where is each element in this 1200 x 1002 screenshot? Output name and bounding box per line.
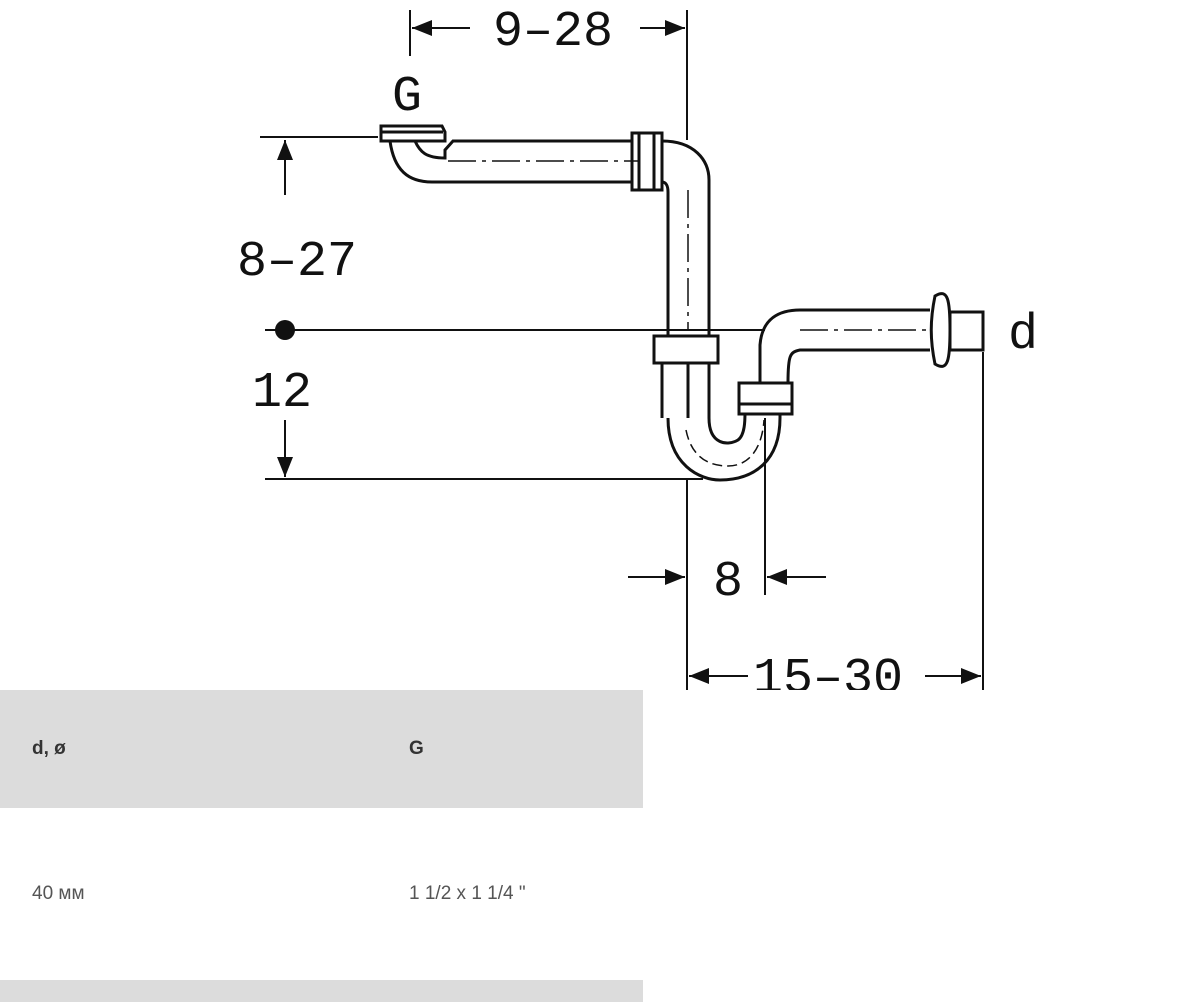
label-outlet-d: d <box>1008 307 1038 364</box>
dim-height-lower: 12 <box>252 365 312 422</box>
header-cell-g: G <box>409 738 424 759</box>
label-inlet-g: G <box>392 69 422 126</box>
cell-diameter: 40 мм <box>32 883 85 904</box>
dim-top-width: 9–28 <box>493 4 613 61</box>
cell-g: 1 1/2 x 1 1/4 " <box>409 883 526 904</box>
dim-height-upper: 8–27 <box>237 234 357 291</box>
centre-lines <box>448 160 930 331</box>
footer-cell <box>409 980 643 1002</box>
dim-bottom-width: 15–30 <box>753 651 903 690</box>
siphon-pipe <box>379 124 985 482</box>
header-cell-diameter: d, ø <box>32 738 66 759</box>
dimension-labels: 9–28 G 8–27 12 d 8 15–30 <box>237 4 1038 690</box>
table-header-row: d, ø G <box>0 690 643 808</box>
siphon-technical-drawing: 9–28 G 8–27 12 d 8 15–30 <box>237 4 1038 690</box>
footer-cell <box>0 980 409 1002</box>
table-row: 40 мм 1 1/2 x 1 1/4 " <box>0 808 643 980</box>
table-footer-row <box>0 980 643 1002</box>
dimension-lines <box>260 10 984 690</box>
spec-table: d, ø G 40 мм 1 1/2 x 1 1/4 " <box>0 690 643 1002</box>
datum-point <box>275 320 295 340</box>
dim-offset: 8 <box>713 554 743 611</box>
